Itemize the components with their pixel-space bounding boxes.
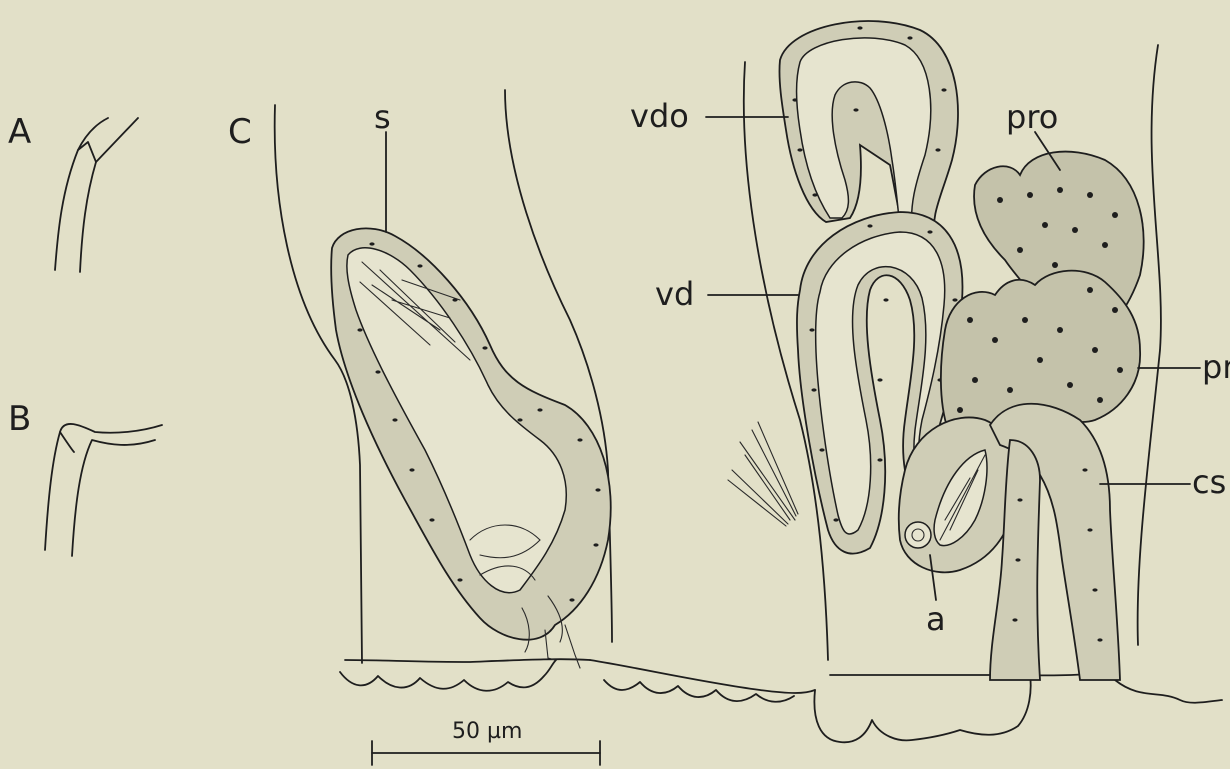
copulatory-sac [990, 404, 1120, 680]
scale-bar [372, 741, 600, 765]
label-vd: vd [655, 275, 694, 313]
panel-label-b: B [8, 399, 31, 439]
label-a: a [926, 600, 946, 638]
chaeta-a [55, 118, 138, 272]
prostate-glands [941, 152, 1144, 441]
vas-deferens-upper [779, 21, 958, 240]
chaeta-b [45, 424, 162, 556]
label-pr: pr [1202, 348, 1230, 386]
label-s: s [374, 98, 391, 136]
scale-bar-label: 50 µm [452, 719, 522, 744]
label-pro: pro [1006, 98, 1058, 136]
panel-label-a: A [8, 112, 31, 152]
chaetal-bundle [728, 422, 798, 526]
label-vdo: vdo [630, 97, 689, 135]
label-cs: cs [1192, 463, 1226, 501]
panel-label-c: C [228, 112, 252, 152]
spermatheca [331, 228, 611, 668]
